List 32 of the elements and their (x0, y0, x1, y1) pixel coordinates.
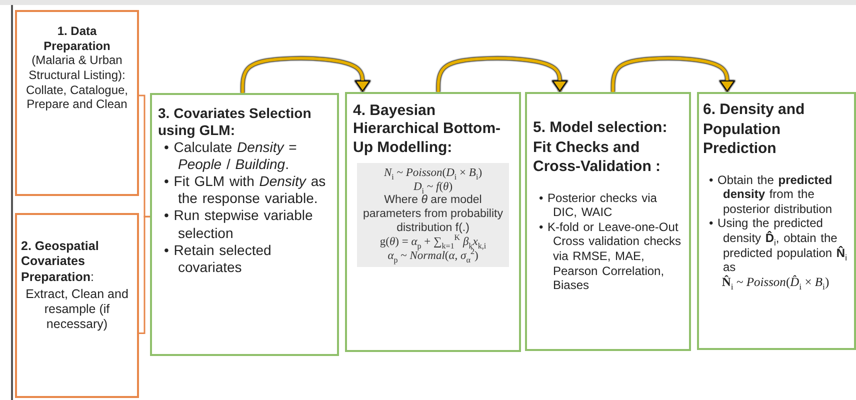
curved-arrow (241, 56, 370, 93)
step-heading: 5. Model selection: Fit Checks and Cross-Validation : (533, 118, 668, 176)
bullet-item: • K-fold or Leave-one-Out Cross validation checks via RMSE, MAE, Pearson Correlation, Biases (538, 220, 682, 293)
curved-arrow (436, 56, 568, 92)
data-preparation-box (15, 10, 139, 196)
bullet-item: • Obtain the predicted density from the posterior distribution (708, 172, 834, 216)
formula: D$_{i}$ ~ f(θ) (413, 180, 453, 194)
formula: N̂$_{i}$ ~ Poisson(D̂$_{i}$ × B$_{i}$) (720, 274, 830, 290)
connector-line (139, 216, 150, 334)
process-box (150, 93, 339, 356)
step-heading: 3. Covariates Selection using GLM: (158, 105, 312, 140)
step-heading: 1. Data Preparation (42, 24, 112, 54)
formula-note: Where θ are model parameters from probability distribution f(.) (362, 194, 504, 234)
curved-arrow (611, 56, 735, 92)
bullet-item: • Retain selected covariates (163, 242, 272, 276)
process-box (697, 92, 856, 350)
bullet-item: • Using the predicted density D̂$_{i}$, obtain the predicted population N̂$_{i}$ as (708, 216, 848, 275)
body-text: Extract, Clean and resample (if necessary) (24, 286, 130, 332)
bullet-item: • Fit GLM with Density as the response variable. (163, 173, 327, 208)
body-text: (Malaria & Urban Structural Listing): Collate, Catalogue, Prepare and Clean (25, 53, 129, 112)
step-heading: 6. Density and Population Prediction (703, 100, 806, 158)
bullet-item: • Run stepwise variable selection (163, 207, 314, 242)
step-heading: 4. Bayesian Hierarchical Bottom-Up Modelling: (353, 102, 502, 157)
process-box (345, 92, 521, 352)
body-text: 2. Geospatial Covariates Preparation: (21, 239, 100, 285)
covariates-preparation-box (15, 213, 139, 398)
bullet-item: • Calculate Density = People / Building. (163, 139, 298, 174)
bullet-item: • Posterior checks via DIC, WAIC (538, 190, 658, 220)
formula: N$_{i}$ ~ Poisson(D$_{i}$ × B$_{i}$) (382, 166, 484, 181)
formula: α$_{p}$ ~ Normal(α, σ$_{α}$$^{2}$) (388, 250, 478, 264)
formula: g(θ) = α$_{p}$ + ∑$_{k=1}$$^{K}$ β$_{k}$x$_{k,i}$ (378, 236, 488, 250)
process-box (525, 92, 691, 351)
